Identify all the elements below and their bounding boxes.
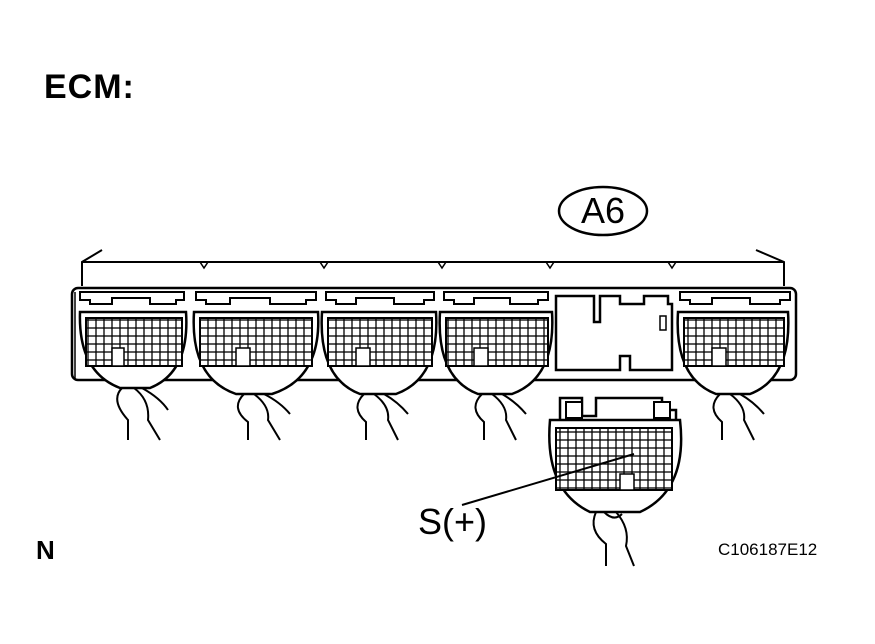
a6-plug xyxy=(548,396,683,567)
ecm-connector-2 xyxy=(192,291,320,441)
connector-id-label: A6 xyxy=(580,190,626,231)
ecm-connector-4 xyxy=(438,291,554,441)
terminal-label: S(+) xyxy=(418,501,488,542)
ecm-connector-1 xyxy=(78,291,188,441)
terminal-leader-line xyxy=(461,453,635,506)
corner-mark: N xyxy=(36,535,55,565)
connector-id-bubble xyxy=(557,185,649,237)
ecm-connector-3 xyxy=(320,291,438,441)
a6-socket xyxy=(554,294,674,372)
figure-code: C106187E12 xyxy=(718,540,818,559)
ecm-connector-6 xyxy=(676,291,791,441)
page-title: ECM: xyxy=(44,68,135,106)
